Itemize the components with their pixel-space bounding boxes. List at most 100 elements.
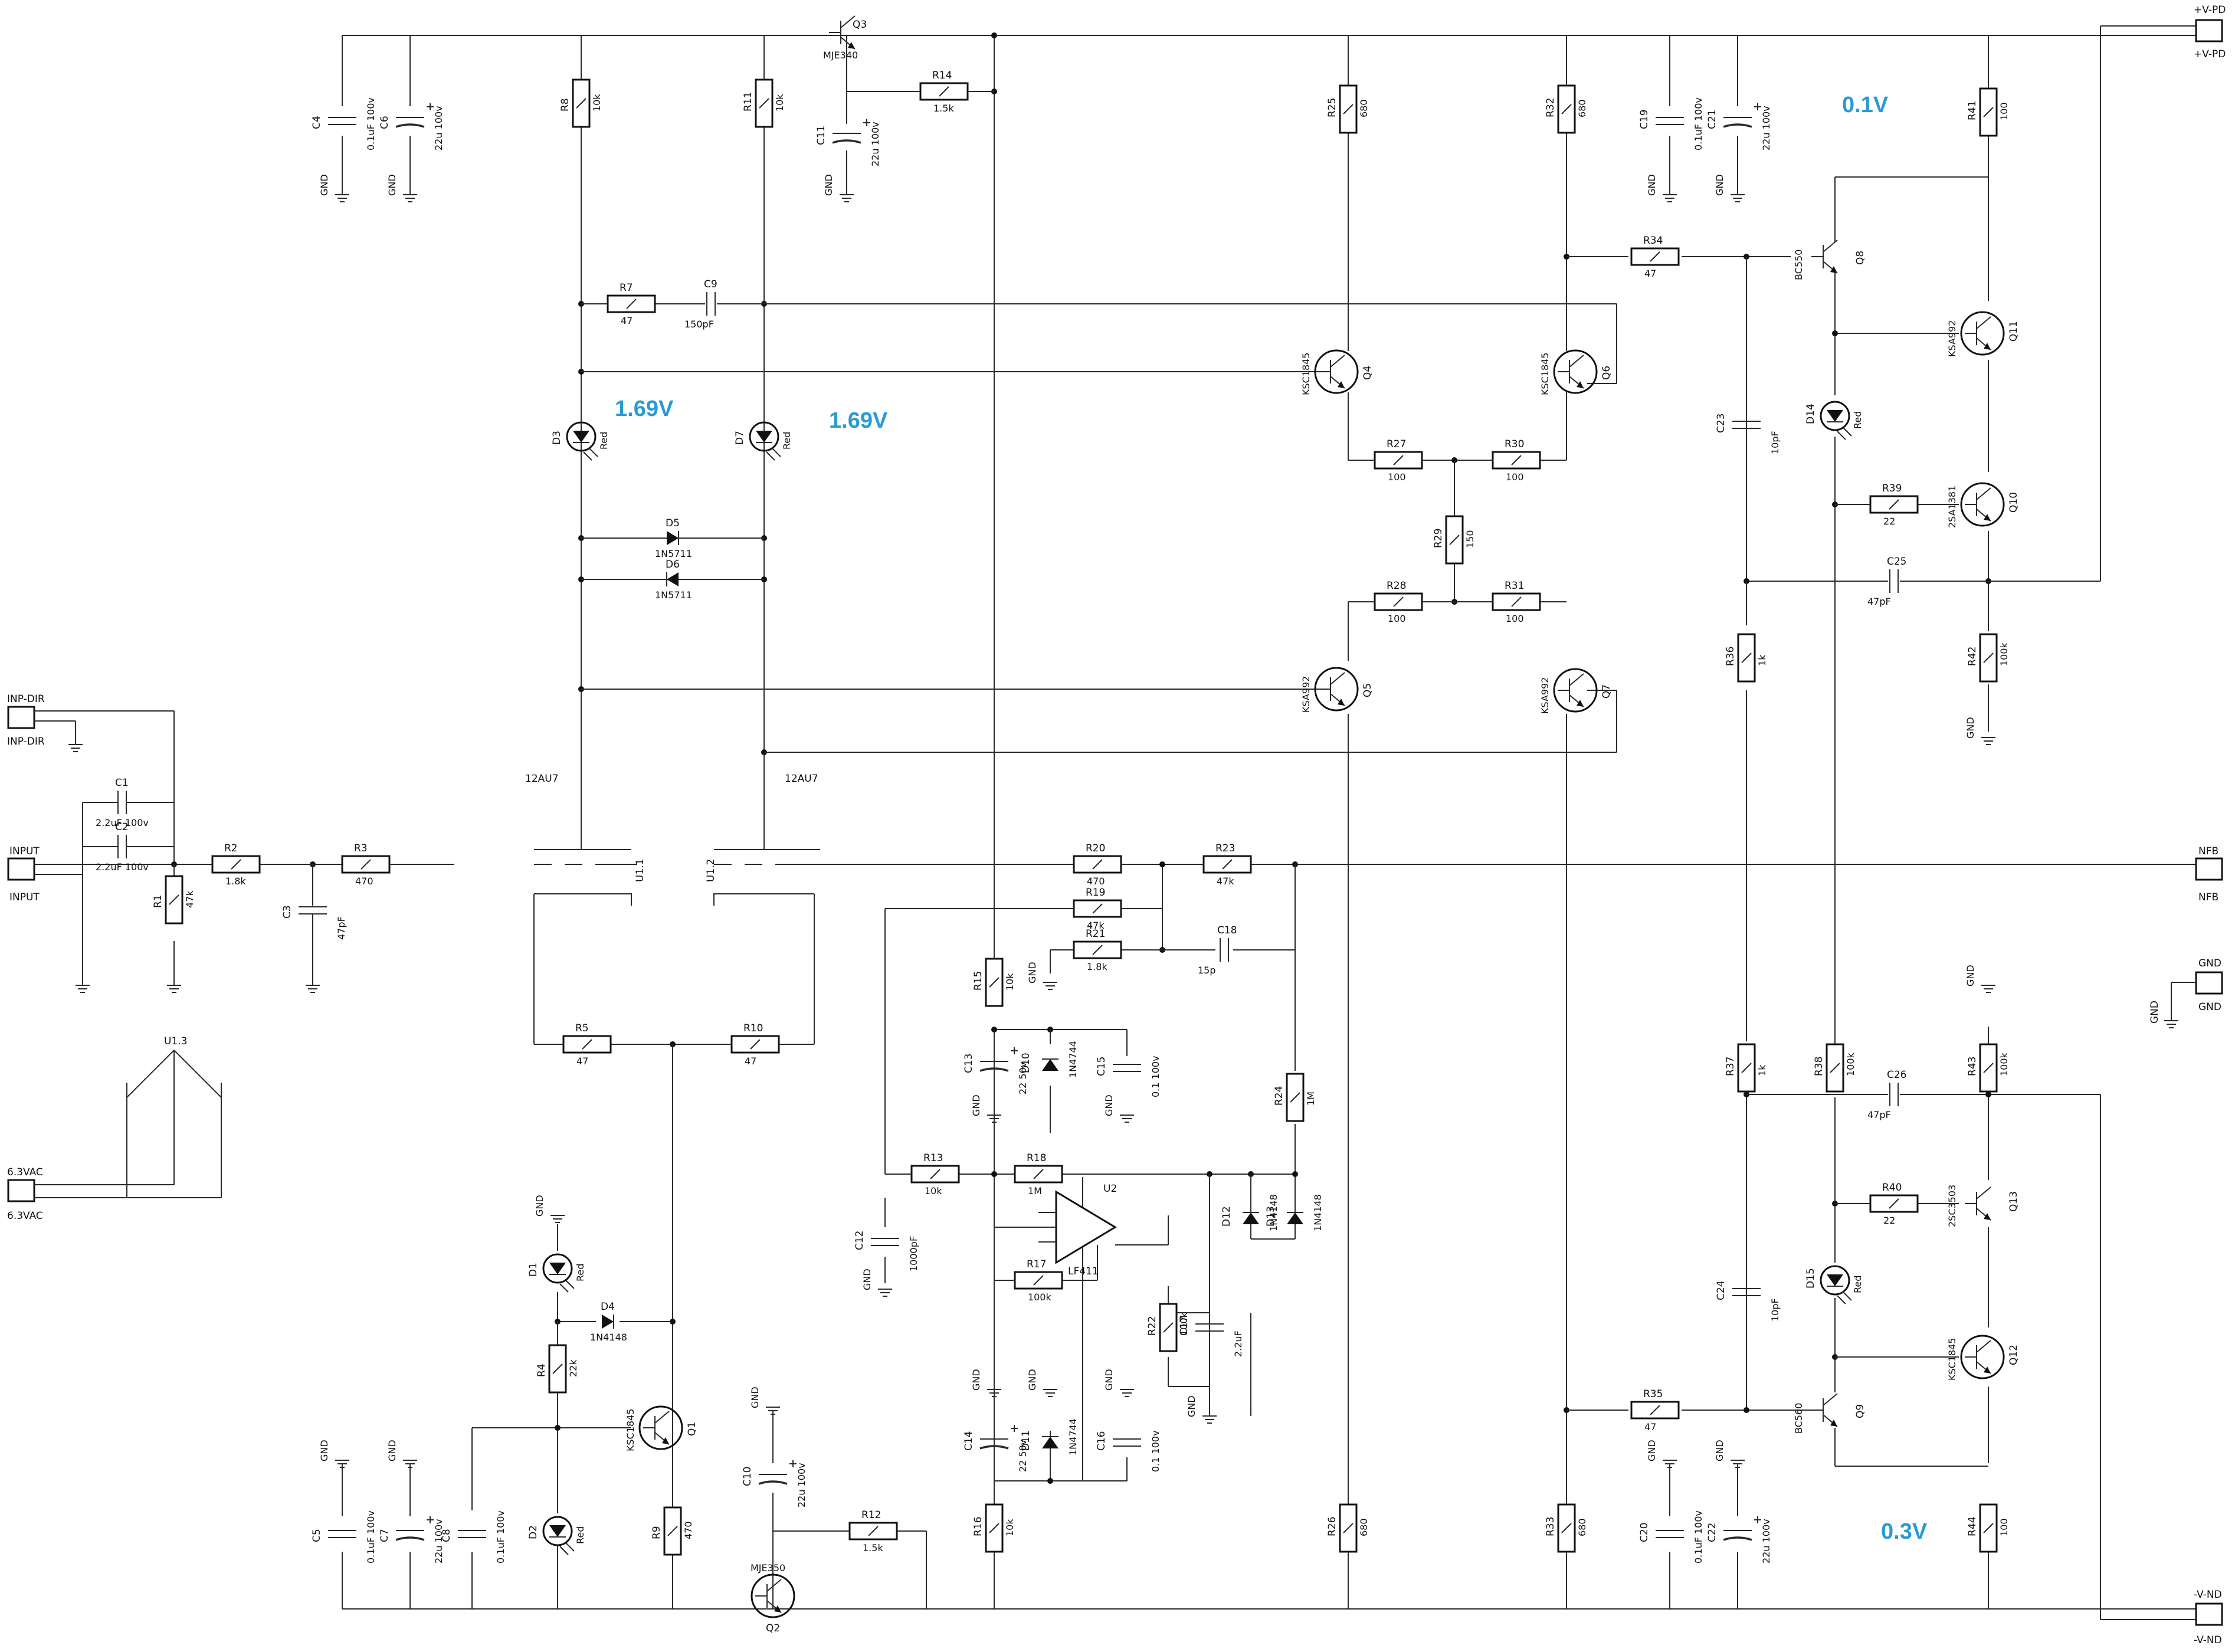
resistor-value: 100k (1998, 642, 2010, 666)
resistor-ref: R41 (1967, 101, 1978, 120)
opamp-ref: U2 (1103, 1183, 1117, 1195)
resistor-ref: R26 (1326, 1517, 1338, 1536)
capacitor-ref: C6 (379, 116, 391, 129)
voltage-label: 0.3V (1881, 1519, 1928, 1544)
diode-value: 1N4744 (1067, 1418, 1079, 1456)
capacitor-value: 2.2uF 100v (96, 817, 149, 828)
transistor-value: KSC1845 (1539, 352, 1551, 395)
resistor-ref: R2 (224, 843, 238, 854)
center-bus (772, 32, 997, 1609)
resistor-value: 680 (1358, 99, 1369, 117)
transistor-ref: Q7 (1601, 684, 1613, 699)
diode-value: 1N4148 (1312, 1194, 1323, 1231)
transistor-value: BC550 (1793, 250, 1804, 280)
resistor-r18: R18 1M (1014, 1152, 1063, 1197)
capacitor-value: 22u 100v (1761, 106, 1772, 150)
transistor-value: BC560 (1793, 1403, 1804, 1434)
resistor-value: 680 (1577, 1518, 1588, 1536)
diode-value: 1N4744 (1067, 1041, 1079, 1078)
capacitor-ref: C7 (379, 1529, 391, 1542)
capacitor-ref: C14 (963, 1431, 975, 1451)
resistor-value: 47 (745, 1056, 756, 1067)
capacitor-ref: C1 (115, 777, 129, 789)
resistor-ref: R37 (1725, 1057, 1736, 1076)
ground-symbol: GND (1103, 1369, 1134, 1397)
diode-value: 1N5711 (655, 589, 692, 601)
diode-ref: D5 (666, 517, 680, 529)
resistor-ref: R28 (1387, 580, 1406, 592)
diode-ref: D15 (1805, 1268, 1817, 1289)
ground-symbol: GND (971, 1094, 1001, 1123)
gnd-label: GND (1646, 1440, 1657, 1461)
connector-label: +V-PD (2194, 4, 2226, 16)
resistor-value: 100 (1998, 102, 2010, 120)
diode-ref: D1 (527, 1263, 539, 1277)
resistor-value: 22 (1883, 516, 1895, 527)
connector-label: GND (2198, 958, 2221, 969)
transistor-value: 2SC3503 (1946, 1185, 1958, 1227)
resistor-ref: R8 (559, 98, 571, 112)
resistor-value: 1M (1028, 1185, 1042, 1197)
capacitor-ref: C9 (704, 278, 717, 290)
resistor-value: 47k (1217, 876, 1234, 887)
transistor-ref: Q3 (853, 19, 867, 31)
capacitor-c2: C22.2uF 100v (96, 821, 149, 873)
resistor-ref: R35 (1643, 1388, 1663, 1400)
capacitor-value: 22u 100v (433, 1519, 444, 1564)
capacitor-value: 22 50v (1017, 1440, 1028, 1472)
gnd-label: GND (749, 1386, 761, 1408)
resistor-value: 1.8k (1087, 961, 1107, 972)
connector-gnd: GND GND GND (2149, 958, 2223, 1028)
capacitor-value: 15p (1198, 965, 1216, 976)
ground-symbol: GND (1186, 1395, 1217, 1424)
capacitor-ref: C4 (311, 116, 323, 129)
capacitor-value: 2.2uF 100v (96, 861, 149, 873)
diode-value: Red (1852, 411, 1863, 429)
resistor-ref: R18 (1027, 1152, 1046, 1164)
resistor-value: 680 (1358, 1518, 1369, 1536)
resistor-ref: R20 (1086, 843, 1105, 854)
resistor-value: 470 (683, 1521, 694, 1539)
gnd-label: GND (823, 174, 834, 196)
gnd-label: GND (1103, 1369, 1115, 1391)
capacitor-value: 47pF (336, 916, 347, 940)
diode-ref: D3 (551, 431, 563, 445)
gnd-label: GND (386, 174, 398, 196)
capacitor-value: 0.1uF 100v (365, 97, 376, 150)
connector-label: +V-PD (2194, 48, 2226, 60)
ground-symbol: GND (1965, 965, 1995, 993)
ground-symbol: GND (534, 1195, 565, 1223)
capacitor-ref: C10 (742, 1466, 753, 1486)
resistor-ref: R30 (1505, 438, 1524, 450)
capacitor-ref: C24 (1715, 1280, 1727, 1300)
ground-symbol: GND (1646, 1440, 1677, 1468)
resistor-value: 100 (1998, 1518, 2010, 1536)
capacitor-ref: C5 (311, 1529, 323, 1542)
connector-label: -V-ND (2194, 1589, 2222, 1601)
servo-section (884, 861, 1298, 1504)
